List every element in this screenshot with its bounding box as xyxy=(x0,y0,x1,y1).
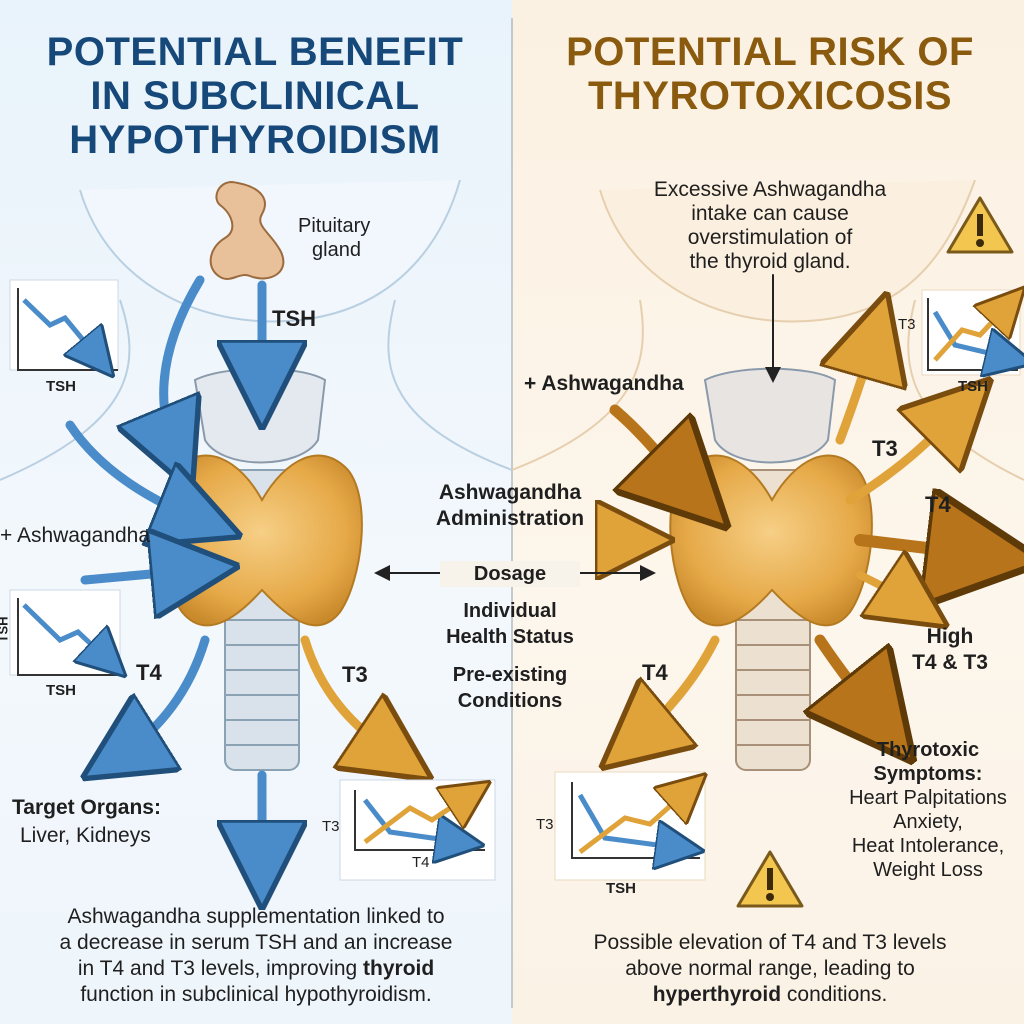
excess-line-2: intake can cause xyxy=(691,202,849,225)
health-status-label: Individual Health Status xyxy=(400,598,620,650)
left-summary-line-2: a decrease in serum TSH and an increase xyxy=(59,931,453,954)
left-incoming-arrow-2 xyxy=(80,570,195,580)
health-status-line-2: Health Status xyxy=(446,626,574,648)
dosage-label: Dosage xyxy=(440,561,580,587)
t4-left-out-arrow xyxy=(635,635,720,740)
admin-label-line-1: Ashwagandha xyxy=(438,481,582,504)
right-bottom-chart xyxy=(554,772,705,881)
symptom-item: Anxiety, xyxy=(893,811,963,833)
left-summary-line-1: Ashwagandha supplementation linked to xyxy=(67,905,445,928)
tsh-label: TSH xyxy=(272,306,316,331)
admin-label-line-2: Administration xyxy=(435,507,585,530)
warning-icon xyxy=(946,196,1014,254)
t4-out-arrow xyxy=(120,635,210,755)
left-summary-line-3-text: in T4 and T3 levels, improving xyxy=(77,957,364,980)
left-title-line-3: HYPOTHYROIDISM xyxy=(69,118,441,162)
right-summary-line-1: Possible elevation of T4 and T3 levels xyxy=(593,931,947,954)
right-larynx xyxy=(703,367,837,464)
right-ashwagandha-label: + Ashwagandha xyxy=(524,372,684,395)
t3-out-arrow xyxy=(300,635,395,755)
pre-existing-line-1: Pre-existing xyxy=(452,664,568,686)
left-arrows xyxy=(65,275,395,865)
left-summary: Ashwagandha supplementation linked to a … xyxy=(10,904,502,1008)
symptoms-title-line-2: Symptoms: xyxy=(873,763,983,785)
excess-line-3: overstimulation of xyxy=(687,226,853,249)
left-ashwagandha-label: + Ashwagandha xyxy=(0,524,151,547)
right-title: POTENTIAL RISK OF THYROTOXICOSIS xyxy=(530,30,1010,118)
symptom-item: Heart Palpitations xyxy=(849,787,1007,809)
pituitary-gland xyxy=(209,180,285,280)
right-t3-label: T3 xyxy=(872,436,898,461)
left-mid-chart-xlabel: TSH xyxy=(46,682,76,699)
high-label: High T4 & T3 xyxy=(895,624,1005,676)
left-title: POTENTIAL BENEFIT IN SUBCLINICAL HYPOTHY… xyxy=(20,30,490,162)
symptom-arrow xyxy=(820,634,880,720)
symptoms-title-line-1: Thyrotoxic xyxy=(876,739,980,761)
high-label-line-2: T4 & T3 xyxy=(912,651,988,674)
high-label-line-1: High xyxy=(926,625,974,648)
target-organs-list: Liver, Kidneys xyxy=(20,824,151,847)
right-summary-bold-hyperthyroid: hyperthyroid xyxy=(652,983,782,1006)
right-t4-left-label: T4 xyxy=(642,660,668,685)
left-incoming-arrow-1 xyxy=(65,420,200,520)
right-top-chart-xlabel: TSH xyxy=(958,378,988,395)
left-summary-line-3: in T4 and T3 levels, improving thyroid xyxy=(10,956,502,982)
t3-up-arrow-2 xyxy=(845,410,960,505)
left-bottom-chart xyxy=(339,780,496,881)
warning-icon xyxy=(736,850,804,908)
right-t4-label: T4 xyxy=(925,492,951,517)
left-summary-line-4: function in subclinical hypothyroidism. xyxy=(80,983,432,1006)
left-summary-bold-thyroid: thyroid xyxy=(363,957,435,980)
left-t4-label: T4 xyxy=(136,660,162,685)
excess-line-4: the thyroid gland. xyxy=(689,250,851,273)
pre-existing-line-2: Conditions xyxy=(457,690,563,712)
t4-right-arrow xyxy=(854,540,985,555)
right-bottom-chart-ylabel: T3 xyxy=(536,816,554,833)
excess-text: Excessive Ashwagandha intake can cause o… xyxy=(620,178,920,274)
right-top-chart-ylabel: T3 xyxy=(898,316,916,333)
left-mid-chart-ylabel: TSH xyxy=(0,616,11,643)
ashwagandha-in-arrow xyxy=(609,404,690,490)
right-summary-line-2: above normal range, leading to xyxy=(625,957,915,980)
left-t3-label: T3 xyxy=(342,662,368,687)
symptom-item: Heat Intolerance, xyxy=(851,835,1005,857)
pre-existing-label: Pre-existing Conditions xyxy=(400,662,620,714)
pituitary-label: Pituitary gland xyxy=(298,214,370,262)
curved-arrow-top xyxy=(164,275,205,450)
right-title-line-2: THYROTOXICOSIS xyxy=(587,74,953,118)
left-top-chart-xlabel: TSH xyxy=(46,378,76,395)
left-title-line-2: IN SUBCLINICAL xyxy=(90,74,420,118)
pituitary-label-line-1: Pituitary xyxy=(298,215,371,237)
symptoms-block: Thyrotoxic Symptoms: Heart Palpitations … xyxy=(832,738,1024,882)
right-bottom-chart-xlabel: TSH xyxy=(606,880,636,897)
excess-line-1: Excessive Ashwagandha xyxy=(653,178,887,201)
admin-label: Ashwagandha Administration xyxy=(400,480,620,532)
left-top-chart xyxy=(9,279,119,370)
symptom-item: Weight Loss xyxy=(873,859,983,881)
left-bottom-chart-xlabel: T4 xyxy=(412,854,430,871)
t3-up-arrow-1 xyxy=(840,335,875,445)
left-mid-chart xyxy=(9,589,120,675)
panel-divider xyxy=(511,18,513,1008)
health-status-line-1: Individual xyxy=(463,600,557,622)
pituitary-label-line-2: gland xyxy=(312,239,361,261)
right-summary-line-3-text: conditions. xyxy=(781,983,888,1006)
right-arrows xyxy=(609,274,985,740)
right-summary: Possible elevation of T4 and T3 levels a… xyxy=(530,930,1010,1008)
right-title-line-1: POTENTIAL RISK OF xyxy=(566,30,974,74)
left-title-line-1: POTENTIAL BENEFIT xyxy=(46,30,464,74)
right-top-chart xyxy=(921,290,1020,375)
left-bottom-chart-ylabel: T3 xyxy=(322,818,340,835)
right-summary-line-3: hyperthyroid conditions. xyxy=(530,982,1010,1008)
high-arrow xyxy=(856,575,915,605)
target-organs-title: Target Organs: xyxy=(12,796,161,819)
